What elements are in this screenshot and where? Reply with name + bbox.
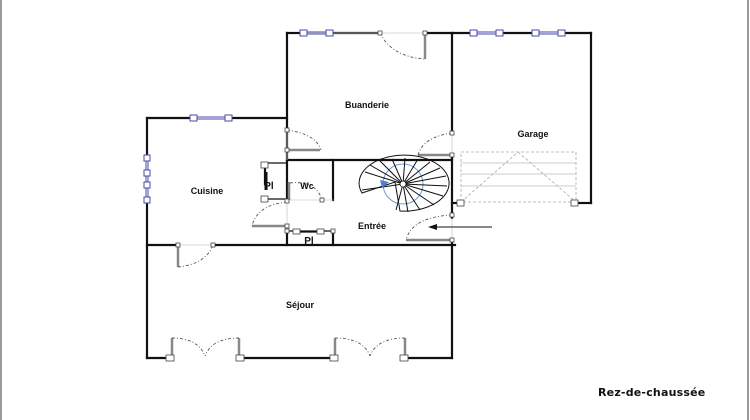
garage-door [456,151,579,207]
spiral-staircase [358,154,450,213]
window-garage-2 [531,29,566,37]
room-label-garage: Garage [517,129,548,139]
door-cuisine-sejour [175,242,216,268]
frame-border-left [0,0,2,420]
openings [177,32,453,246]
windows [143,29,566,235]
room-label-buanderie: Buanderie [345,100,389,110]
door-buanderie-top [377,30,428,60]
doors [165,30,455,362]
window-cuisine-left [143,154,151,204]
room-label-cuisine: Cuisine [191,186,224,196]
room-label-entree: Entrée [358,221,386,231]
door-buanderie-left [284,127,322,153]
door-cuisine-entree [251,198,290,229]
entrance-arrow-icon [428,224,492,230]
door-sejour-french-left [165,337,245,362]
floor-title: Rez-de-chaussée [598,386,706,399]
closet-label-pl-2: Pl [304,236,314,247]
window-cuisine-top [189,114,233,122]
room-label-sejour: Séjour [286,300,315,310]
frame-border-right [747,0,749,420]
door-entrance [405,212,455,243]
window-garage-1 [469,29,504,37]
door-buanderie-garage [417,130,455,158]
window-buanderie [299,29,334,37]
closet-label-pl-1: Pl [264,181,274,192]
walls [145,31,593,360]
door-wc [287,182,325,203]
stair-direction-arrow-icon [380,180,389,188]
door-sejour-french-right [329,337,409,362]
room-label-wc: Wc [300,181,314,191]
door-closet-left [260,161,269,203]
closet-bottom-frame [284,228,336,235]
